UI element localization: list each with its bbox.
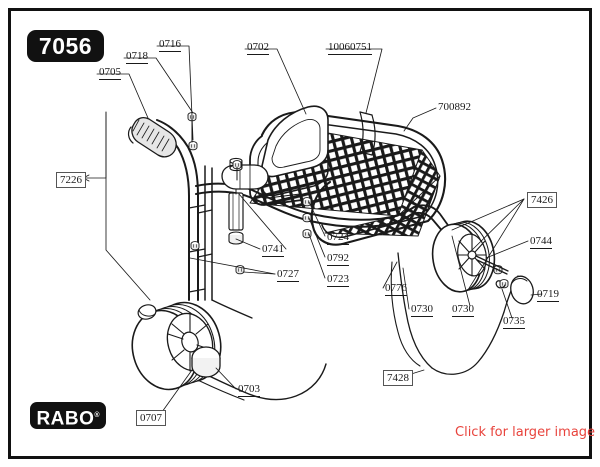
part-label-0776: 0776 xyxy=(385,282,407,296)
diagram-frame xyxy=(8,8,592,459)
rabo-logo-text: RABO xyxy=(36,408,95,430)
registered-mark-icon: ® xyxy=(94,412,100,419)
part-label-0744: 0744 xyxy=(530,235,552,249)
part-label-0727: 0727 xyxy=(277,268,299,282)
rabo-logo: RABO® xyxy=(30,402,106,429)
part-label-10060751: 10060751 xyxy=(328,41,372,55)
part-label-7226: 7226 xyxy=(56,172,86,188)
part-label-0724: 0724 xyxy=(327,231,349,245)
part-label-0718: 0718 xyxy=(126,50,148,64)
part-label-0707: 0707 xyxy=(136,410,166,426)
click-for-larger-image-link[interactable]: Click for larger image xyxy=(455,425,596,440)
part-label-0719: 0719 xyxy=(537,288,559,302)
part-label-0702: 0702 xyxy=(247,41,269,55)
part-label-7426: 7426 xyxy=(527,192,557,208)
part-label-0723: 0723 xyxy=(327,273,349,287)
part-label-7428: 7428 xyxy=(383,370,413,386)
part-label-0730: 0730 xyxy=(411,303,433,317)
part-label-0741: 0741 xyxy=(262,243,284,257)
part-label-0735: 0735 xyxy=(503,315,525,329)
group-number-badge: 7056 xyxy=(27,30,104,62)
part-label-700892: 700892 xyxy=(438,101,471,113)
part-label-0703: 0703 xyxy=(238,383,260,397)
part-label-0705: 0705 xyxy=(99,66,121,80)
part-label-0792: 0792 xyxy=(327,252,349,266)
part-label-0716: 0716 xyxy=(159,38,181,52)
part-label-0730: 0730 xyxy=(452,303,474,317)
